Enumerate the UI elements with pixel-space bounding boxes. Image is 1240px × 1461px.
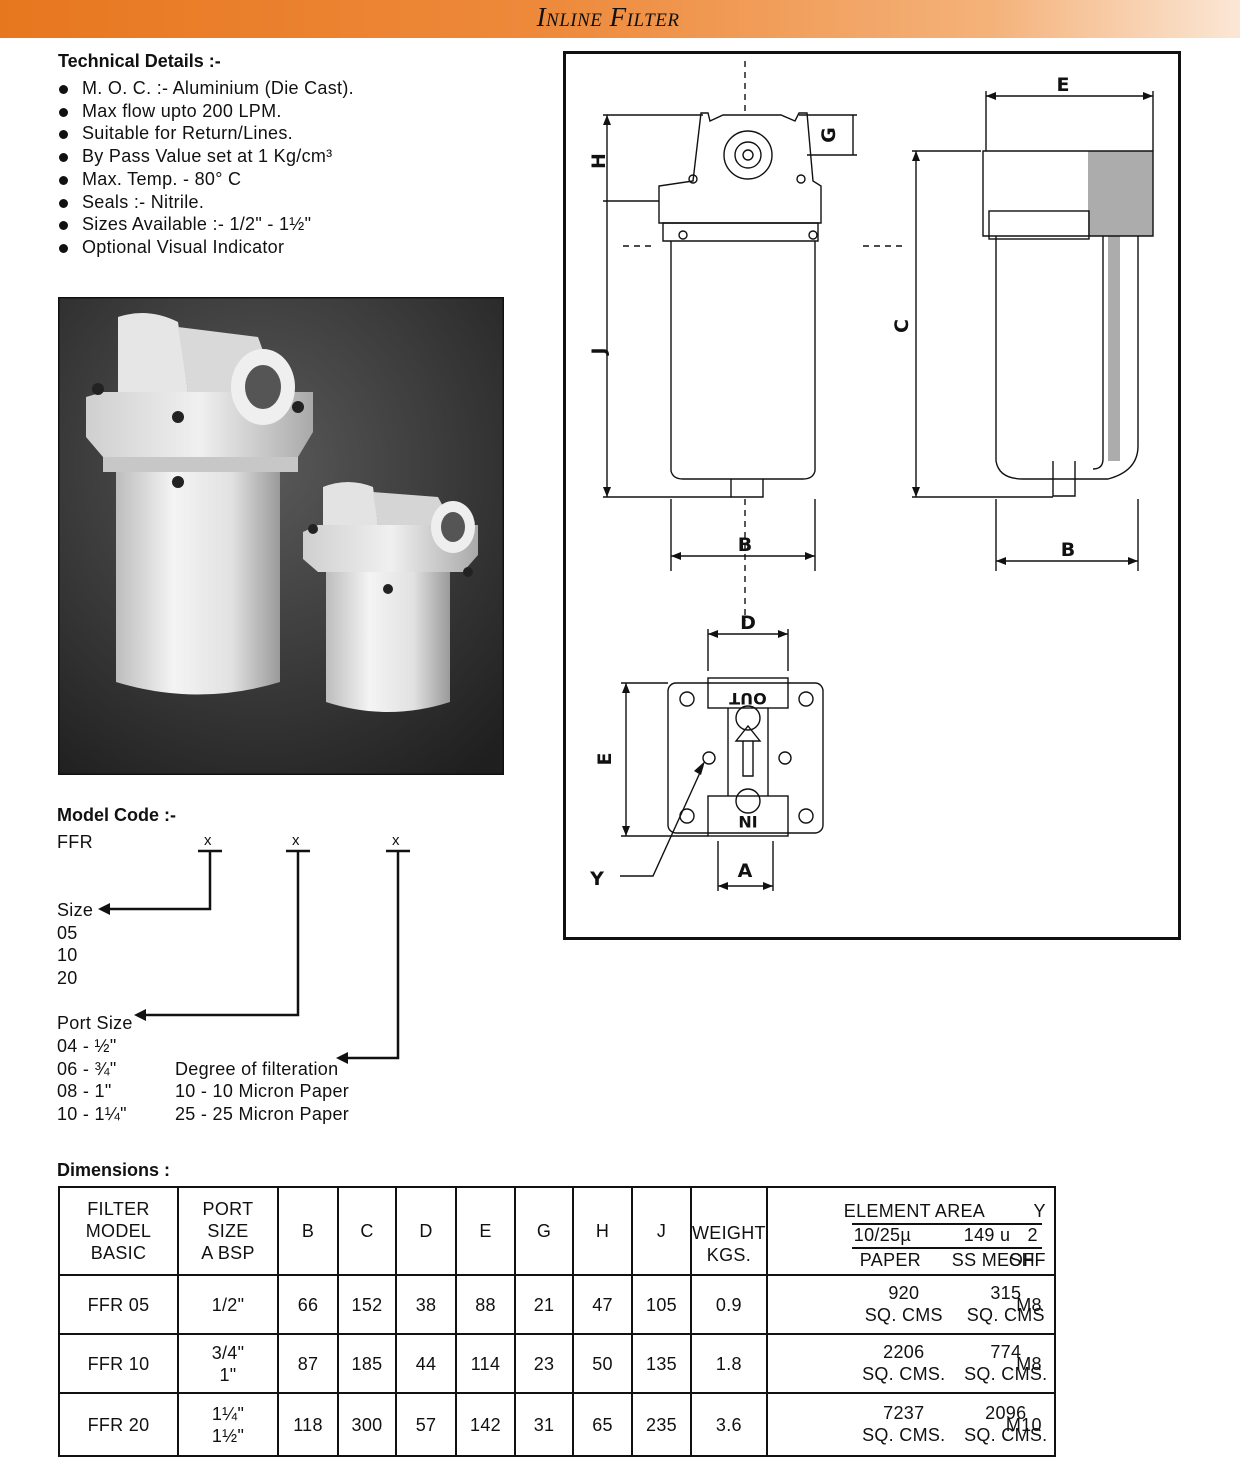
size-option: 05 [57,923,78,943]
tech-item: Suitable for Return/Lines. [58,122,354,145]
cell-c: 185 [337,1333,397,1394]
tech-item: Optional Visual Indicator [58,236,354,259]
port-out-label: OUT [729,689,767,708]
cell-b: 66 [277,1274,339,1335]
filtration-option: 25 - 25 Micron Paper [175,1104,350,1124]
cell-port: 3/4"1" [177,1333,279,1394]
port-size-option: 10 - 1¼" [57,1104,127,1124]
cell-port: 1/2" [177,1274,279,1335]
port-size-label: Port Size [57,1013,133,1033]
cell-g: 31 [514,1392,574,1457]
technical-drawing: E G H C J B B D E A Y OUT IN [563,51,1181,940]
cell-port: 1¼"1½" [177,1392,279,1457]
cell-j: 105 [631,1274,692,1335]
dim-label-a: A [738,860,753,882]
cell-weight: 0.9 [690,1274,768,1335]
tech-item: By Pass Value set at 1 Kg/cm³ [58,145,354,168]
port-size-option: 04 - ½" [57,1036,117,1056]
element-area-header: ELEMENT AREA Y 10/25µ 149 u 2 PAPER SS M… [766,1186,1056,1276]
table-row: FFR 05 1/2" 66 152 38 88 21 47 105 0.9 9… [58,1274,1056,1335]
cell-d: 38 [395,1274,457,1335]
tech-item: Sizes Available :- 1/2" - 1½" [58,213,354,236]
port-in-label: IN [738,812,757,831]
table-row: FFR 10 3/4"1" 87 185 44 114 23 50 135 1.… [58,1333,1056,1394]
cell-d: 44 [395,1333,457,1394]
model-placeholder-port: x [292,832,300,849]
port-size-option: 06 - ¾" [57,1059,117,1079]
cell-j: 135 [631,1333,692,1394]
header-cell: J [631,1186,692,1276]
cell-c: 152 [337,1274,397,1335]
dim-label-e: E [1057,74,1070,96]
tech-item: M. O. C. :- Aluminium (Die Cast). [58,77,354,100]
dim-label-d: D [740,612,756,634]
filtration-option: 10 - 10 Micron Paper [175,1081,350,1101]
tech-item: Seals :- Nitrile. [58,191,354,214]
cell-h: 65 [572,1392,633,1457]
cell-b: 87 [277,1333,339,1394]
cell-h: 47 [572,1274,633,1335]
cell-model: FFR 10 [58,1333,179,1394]
header-cell: G [514,1186,574,1276]
header-bar [0,0,1240,38]
cell-j: 235 [631,1392,692,1457]
size-option: 10 [57,945,78,965]
dim-label-b-front: B [738,534,752,556]
dim-label-e-top: E [594,753,616,766]
cell-b: 118 [277,1392,339,1457]
cell-weight: 3.6 [690,1392,768,1457]
cell-model: FFR 05 [58,1274,179,1335]
cell-e: 88 [455,1274,516,1335]
filtration-label: Degree of filteration [175,1059,339,1079]
table-row: FFR 20 1¼"1½" 118 300 57 142 31 65 235 3… [58,1392,1056,1457]
cell-model: FFR 20 [58,1392,179,1457]
tech-item: Max. Temp. - 80° C [58,168,354,191]
technical-details-list: M. O. C. :- Aluminium (Die Cast). Max fl… [58,77,354,259]
header-cell: H [572,1186,633,1276]
cell-h: 50 [572,1333,633,1394]
dim-label-y: Y [589,868,604,890]
tech-item: Max flow upto 200 LPM. [58,100,354,123]
dim-label-g: G [818,127,840,143]
model-placeholder-filtration: x [392,832,400,849]
size-option: 20 [57,968,78,988]
dim-label-c: C [891,319,913,333]
header-cell: B [277,1186,339,1276]
cell-g: 21 [514,1274,574,1335]
header-cell: D [395,1186,457,1276]
cell-d: 57 [395,1392,457,1457]
dimensions-title: Dimensions : [57,1160,171,1180]
model-code-title: Model Code :- [57,805,176,825]
header-cell: C [337,1186,397,1276]
cell-e: 114 [455,1333,516,1394]
technical-details-title: Technical Details :- [58,51,221,71]
header-cell: E [455,1186,516,1276]
cell-c: 300 [337,1392,397,1457]
dim-label-b-side: B [1061,539,1075,561]
model-prefix: FFR [57,832,93,852]
port-size-option: 08 - 1" [57,1081,112,1101]
cell-weight: 1.8 [690,1333,768,1394]
product-photo [58,297,504,775]
dim-label-h: H [588,153,610,169]
page-title: Inline Filter [536,2,680,32]
cell-g: 23 [514,1333,574,1394]
cell-e: 142 [455,1392,516,1457]
dim-label-j: J [588,347,610,356]
model-placeholder-size: x [204,832,212,849]
size-label: Size [57,900,94,920]
